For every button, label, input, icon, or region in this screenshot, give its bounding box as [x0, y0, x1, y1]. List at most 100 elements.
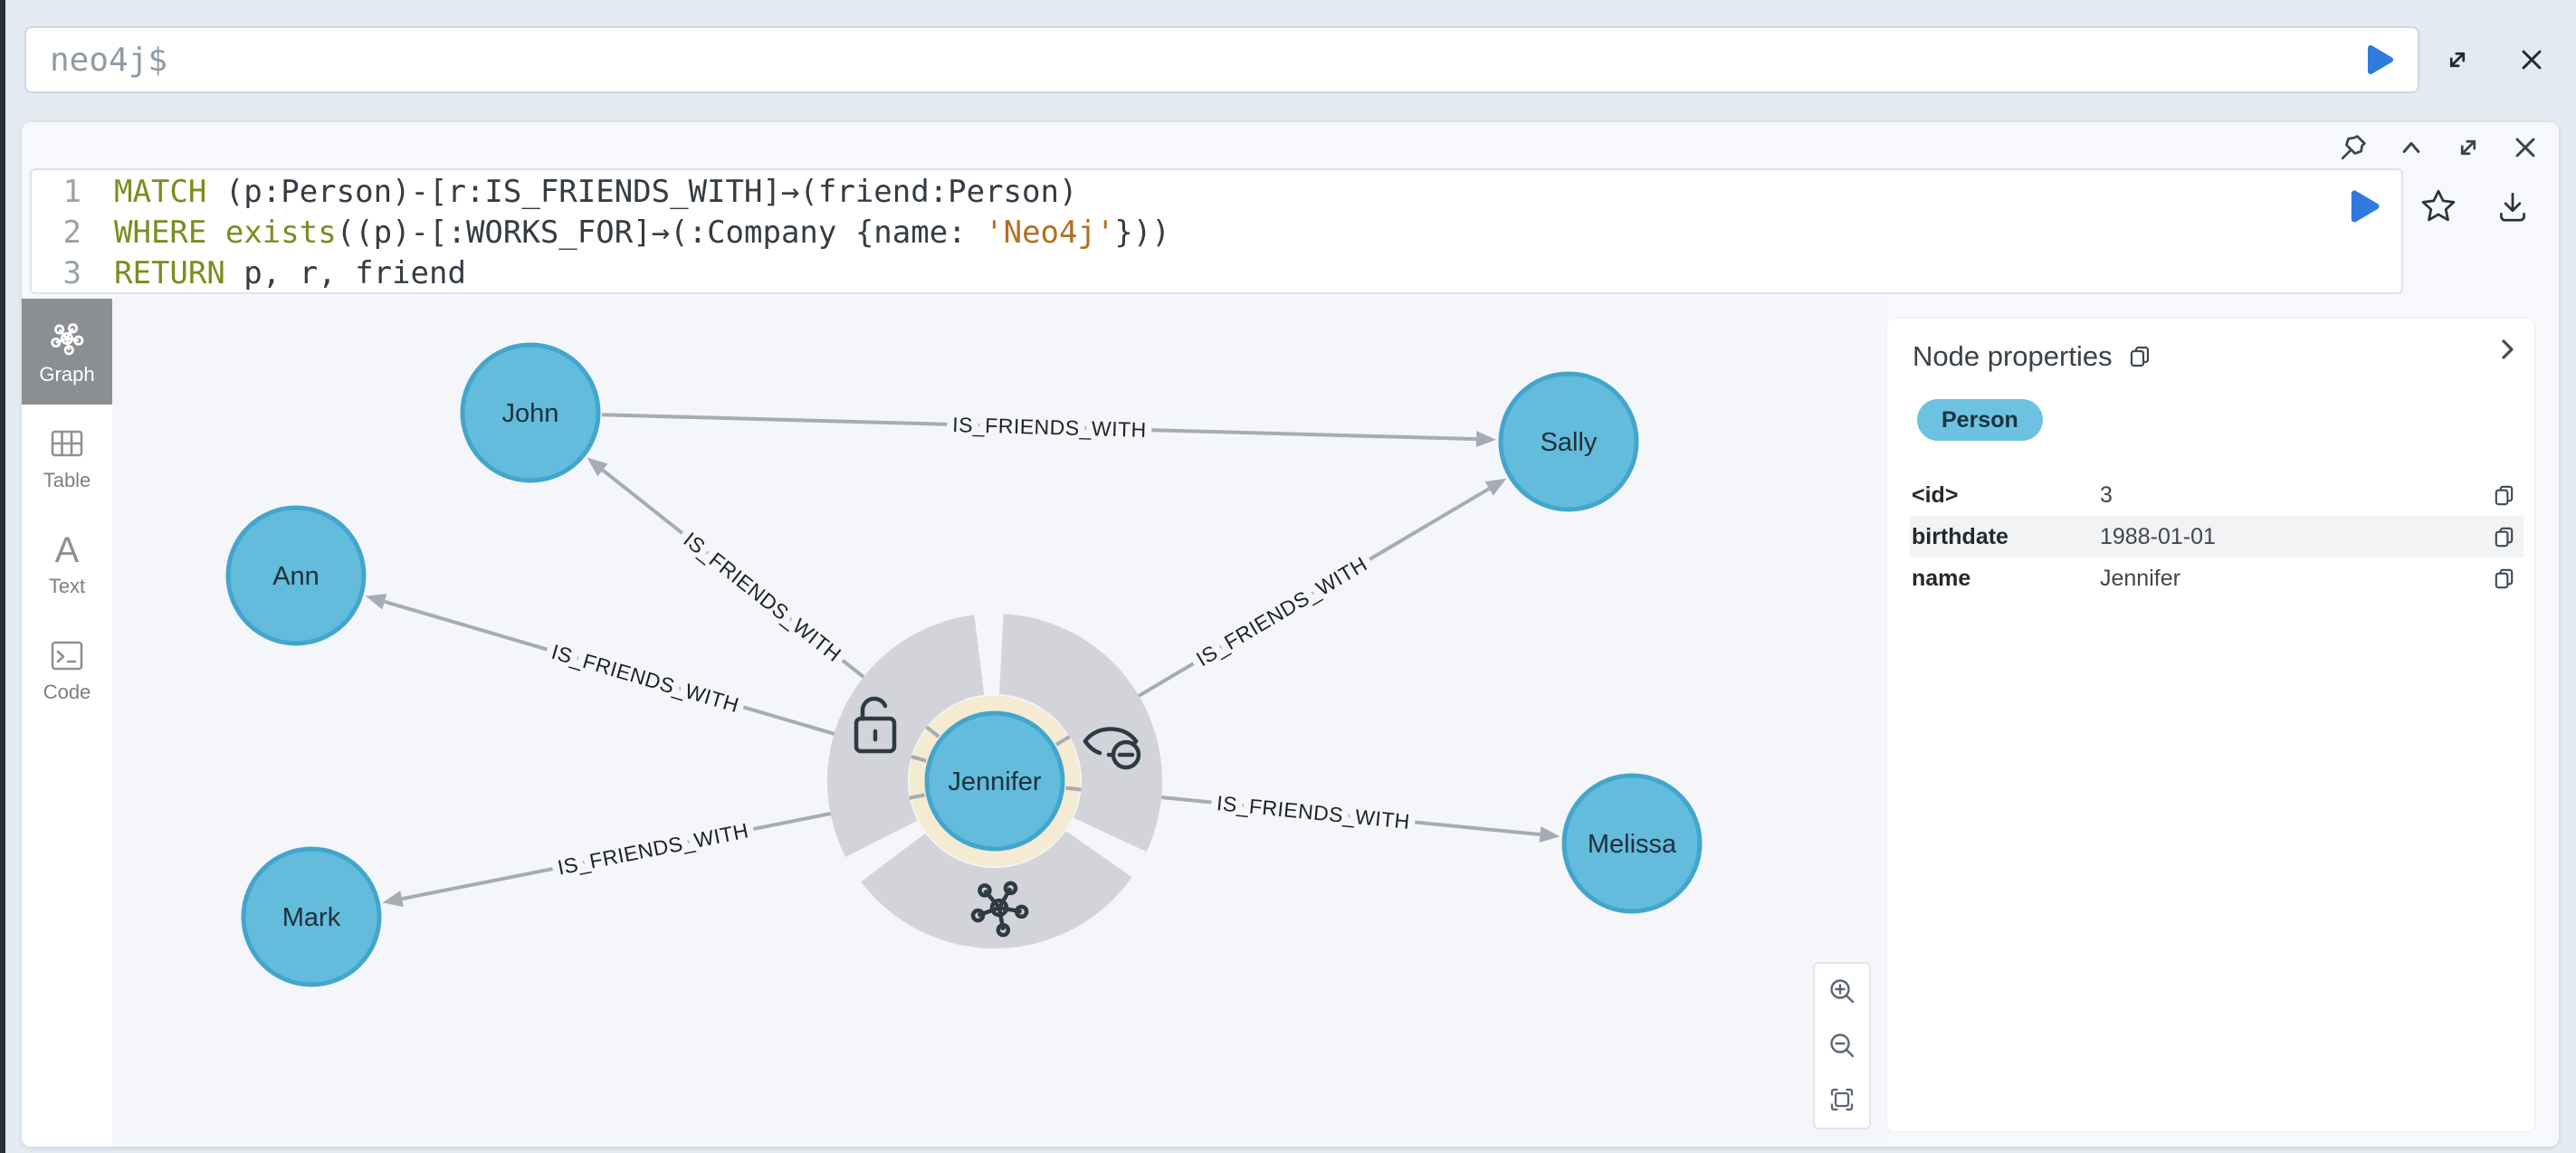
selection-halo — [909, 695, 1081, 867]
relationship-type-label[interactable]: IS_FRIENDS_WITH — [1185, 545, 1379, 679]
expand-menu-item[interactable] — [861, 831, 1132, 948]
copy-value-button[interactable] — [2492, 525, 2516, 549]
collapse-frame-button[interactable] — [2395, 131, 2428, 164]
hide-menu-item[interactable] — [999, 614, 1163, 853]
property-table: <id> 3 birthdate 1988-01-01 name Jennife… — [1910, 474, 2524, 599]
property-value: Jennifer — [2100, 565, 2180, 591]
svg-text:A: A — [55, 530, 80, 570]
star-icon — [2421, 189, 2456, 222]
download-result-button[interactable] — [2494, 187, 2532, 225]
result-view-tabs: Graph Table A Text Code — [22, 299, 112, 1147]
property-key: <id> — [1912, 481, 1959, 508]
favorite-query-button[interactable] — [2419, 187, 2457, 225]
property-value: 3 — [2100, 481, 2113, 508]
collapse-panel-button[interactable] — [2493, 335, 2522, 364]
pin-frame-button[interactable] — [2337, 131, 2370, 164]
property-value: 1988-01-01 — [2100, 523, 2216, 549]
pin-icon — [2341, 135, 2366, 160]
tab-text[interactable]: A Text — [22, 510, 112, 616]
command-input[interactable]: neo4j$ — [24, 26, 2419, 93]
node-label-badge[interactable]: Person — [1917, 399, 2043, 441]
relationship-type-label[interactable]: IS_FRIENDS_WITH — [945, 405, 1154, 449]
command-prompt-text: neo4j$ — [50, 41, 168, 79]
relationship-type-label[interactable]: IS_FRIENDS_WITH — [541, 633, 749, 724]
graph-node-melissa[interactable]: Melissa — [1561, 773, 1703, 914]
expand-icon — [2449, 52, 2466, 68]
clear-editor-button[interactable] — [2515, 43, 2548, 76]
dismiss-menu-item[interactable] — [827, 615, 985, 857]
copy-value-button[interactable] — [2492, 567, 2516, 591]
play-icon — [2351, 190, 2380, 223]
property-key: birthdate — [1912, 523, 2008, 549]
copy-icon — [2495, 527, 2514, 547]
play-icon — [2368, 45, 2393, 74]
arrowhead-icon — [382, 891, 404, 907]
arrowhead-icon — [365, 594, 387, 610]
hide-icon — [1083, 727, 1141, 770]
editor-fullscreen-button[interactable] — [2441, 43, 2474, 76]
copy-value-button[interactable] — [2492, 483, 2516, 508]
property-row: name Jennifer — [1910, 557, 2524, 599]
tab-table[interactable]: Table — [22, 405, 112, 510]
graph-node-jennifer[interactable]: Jennifer — [924, 710, 1065, 852]
graph-node-john[interactable]: John — [460, 342, 601, 483]
code-icon — [51, 641, 83, 670]
app-left-edge — [0, 0, 5, 1153]
expand-frame-button[interactable] — [2452, 131, 2485, 164]
graph-icon — [51, 322, 84, 355]
panel-title: Node properties — [1913, 340, 2113, 372]
arrowhead-icon — [1475, 431, 1497, 448]
graph-node-sally[interactable]: Sally — [1498, 371, 1639, 512]
zoom-out-button[interactable] — [1827, 1031, 1857, 1061]
run-query-button[interactable] — [2342, 186, 2384, 227]
expand-relationships-icon — [970, 881, 1029, 938]
arrowhead-icon — [1484, 478, 1507, 496]
node-properties-panel: Node properties Person <id> 3 birthdate … — [1887, 319, 2534, 1131]
chevron-right-icon — [2502, 339, 2514, 359]
zoom-in-icon — [1829, 978, 1854, 1003]
node-context-menu — [827, 614, 1163, 948]
line-number: 3 — [62, 255, 81, 291]
line-number: 2 — [62, 214, 81, 251]
relationship-john-sally[interactable]: IS_FRIENDS_WITH — [601, 405, 1497, 449]
tab-code[interactable]: Code — [22, 616, 112, 722]
unlock-icon — [854, 696, 897, 754]
chevron-up-icon — [2402, 142, 2420, 153]
relationship-type-label[interactable]: IS_FRIENDS_WITH — [1208, 784, 1418, 841]
table-icon — [51, 430, 83, 456]
run-command-button[interactable] — [2360, 41, 2398, 79]
copy-icon — [2495, 568, 2514, 588]
graph-node-ann[interactable]: Ann — [225, 505, 367, 646]
zoom-in-button[interactable] — [1827, 977, 1857, 1006]
property-row: <id> 3 — [1910, 474, 2524, 516]
fit-view-icon — [1830, 1089, 1853, 1111]
line-number: 1 — [62, 174, 81, 210]
text-icon: A — [55, 530, 80, 570]
graph-visualization[interactable]: IS_FRIENDS_WITHIS_FRIENDS_WITHIS_FRIENDS… — [112, 299, 1887, 1131]
tab-graph[interactable]: Graph — [22, 299, 112, 405]
copy-icon — [2130, 346, 2149, 367]
tab-label: Graph — [39, 362, 95, 386]
arrowhead-icon — [1539, 826, 1560, 843]
close-icon — [2522, 50, 2542, 70]
relationship-type-label[interactable]: IS_FRIENDS_WITH — [672, 520, 853, 674]
property-key: name — [1912, 565, 1971, 591]
tab-label: Code — [43, 680, 91, 703]
graph-node-mark[interactable]: Mark — [241, 846, 382, 987]
copy-properties-button[interactable] — [2127, 344, 2152, 369]
arrowhead-icon — [587, 457, 608, 477]
expand-icon — [2460, 139, 2476, 156]
fit-view-button[interactable] — [1827, 1085, 1857, 1115]
tab-label: Table — [43, 468, 91, 491]
close-icon — [2515, 138, 2535, 157]
close-frame-button[interactable] — [2509, 131, 2542, 164]
relationship-type-label[interactable]: IS_FRIENDS_WITH — [549, 811, 758, 886]
node-label-text: Person — [1942, 406, 2018, 433]
copy-icon — [2495, 485, 2514, 505]
